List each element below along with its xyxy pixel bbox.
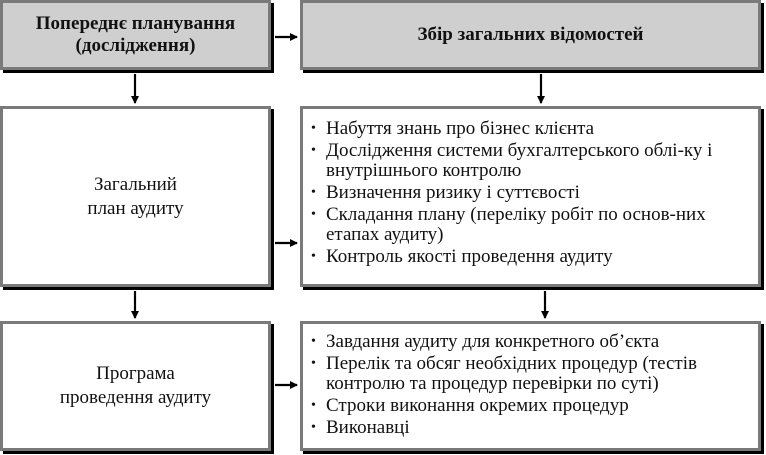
general-info-box: Збір загальних відомостей: [300, 0, 761, 70]
plan-steps-list: •Набуття знань про бізнес клієнта •Дослі…: [311, 119, 750, 267]
plan-steps-box: •Набуття знань про бізнес клієнта •Дослі…: [300, 106, 761, 287]
bullet-icon: •: [311, 185, 316, 200]
bullet-icon: •: [311, 121, 316, 136]
list-item: •Перелік та обсяг необхідних процедур (т…: [311, 353, 697, 394]
general-audit-plan-line2: план аудиту: [87, 197, 184, 219]
bullet-icon: •: [311, 334, 316, 349]
bullet-icon: •: [311, 143, 316, 158]
bullet-icon: •: [311, 398, 316, 413]
list-item: •Строки виконання окремих процедур: [311, 395, 629, 416]
audit-program-box: Програма проведення аудиту: [0, 321, 271, 451]
program-details-box: •Завдання аудиту для конкретного об’єкта…: [300, 321, 761, 451]
general-audit-plan-box: Загальний план аудиту: [0, 106, 271, 287]
list-item: •Дослідження системи бухгалтерського обл…: [311, 140, 713, 181]
list-item: •Складання плану (переліку робіт по осно…: [311, 204, 706, 245]
list-item: •Завдання аудиту для конкретного об’єкта: [311, 331, 660, 352]
list-item: •Визначення ризику і суттєвості: [311, 182, 580, 203]
bullet-icon: •: [311, 356, 316, 371]
list-item: •Набуття знань про бізнес клієнта: [311, 118, 595, 139]
audit-program-line1: Програма: [96, 363, 175, 384]
general-audit-plan-line1: Загальний: [93, 173, 177, 195]
list-item: •Контроль якості проведення аудиту: [311, 246, 613, 267]
audit-program-line2: проведення аудиту: [59, 387, 212, 408]
bullet-icon: •: [311, 249, 316, 264]
preliminary-planning-box: Попереднє планування (дослідження): [0, 0, 271, 70]
preliminary-planning-title: Попереднє планування: [35, 13, 236, 34]
general-info-title: Збір загальних відомостей: [417, 24, 644, 45]
bullet-icon: •: [311, 207, 316, 222]
program-details-list: •Завдання аудиту для конкретного об’єкта…: [311, 332, 750, 438]
list-item: •Виконавці: [311, 417, 410, 438]
bullet-icon: •: [311, 420, 316, 435]
preliminary-planning-subtitle: (дослідження): [75, 35, 196, 56]
